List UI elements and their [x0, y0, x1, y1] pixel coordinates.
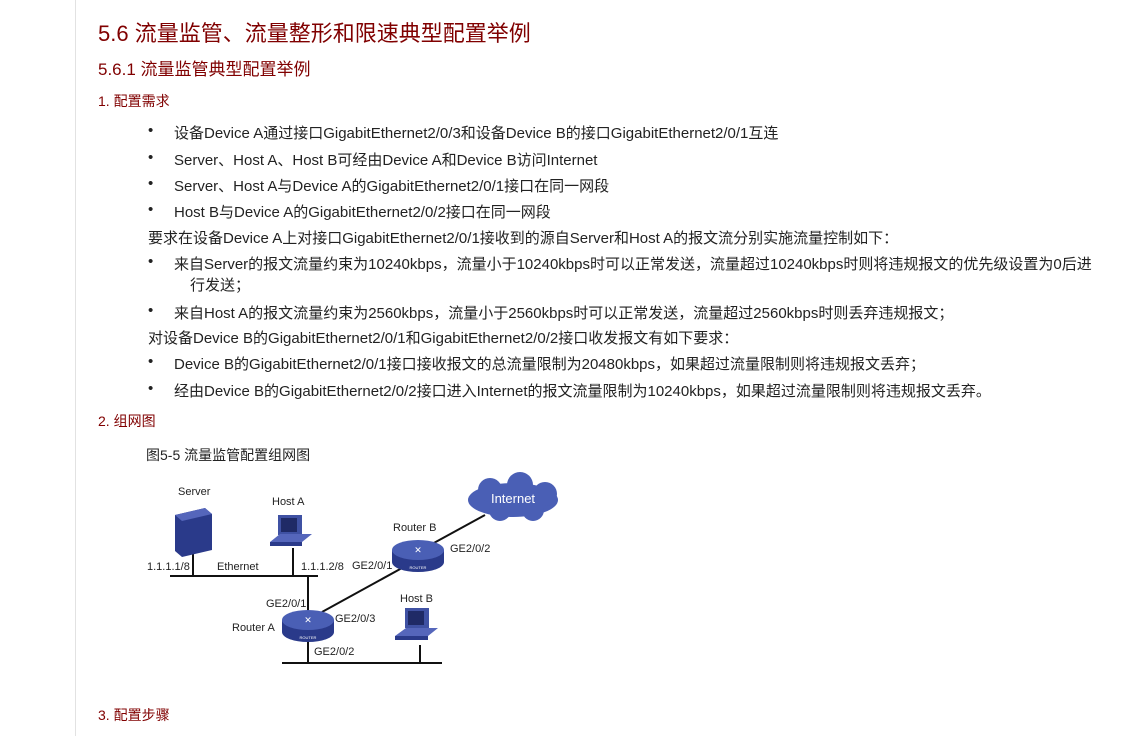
- section-heading-network: 2. 组网图: [98, 413, 156, 429]
- bullet: •: [148, 122, 154, 139]
- router-badge: ROUTER: [410, 565, 427, 570]
- page-title: 5.6 流量监管、流量整形和限速典型配置举例: [98, 21, 531, 46]
- router-a-ge2: GE2/0/2: [314, 646, 354, 658]
- section-heading-steps: 3. 配置步骤: [98, 707, 170, 723]
- host-a-pc-icon: [270, 515, 312, 546]
- router-a-label: Router A: [232, 622, 275, 634]
- router-a-ge1: GE2/0/1: [266, 598, 306, 610]
- bullet: •: [148, 253, 154, 270]
- section-heading-requirements: 1. 配置需求: [98, 93, 170, 109]
- list-item-continuation: 行发送；: [190, 277, 251, 294]
- bullet: •: [148, 380, 154, 397]
- router-b-label: Router B: [393, 522, 436, 534]
- host-a-ip: 1.1.1.2/8: [301, 561, 344, 573]
- list-item-text: Device B的GigabitEthernet2/0/1接口接收报文的总流量限…: [174, 356, 926, 373]
- list-item-text: 设备Device A通过接口GigabitEthernet2/0/3和设备Dev…: [174, 125, 779, 142]
- svg-text:✕: ✕: [414, 545, 422, 555]
- paragraph: 要求在设备Device A上对接口GigabitEthernet2/0/1接收到…: [148, 230, 899, 247]
- server-ip: 1.1.1.1/8: [147, 561, 190, 573]
- host-a-label: Host A: [272, 496, 305, 508]
- list-item-text: 来自Host A的报文流量约束为2560kbps，流量小于2560kbps时可以…: [174, 305, 954, 322]
- list-item-text: Server、Host A与Device A的GigabitEthernet2/…: [174, 178, 610, 195]
- page-left-border: [75, 0, 76, 736]
- network-diagram: ✕ ROUTER ✕ ROUTER Internet Server Host A…: [147, 472, 558, 664]
- link-ra-rb: [321, 567, 403, 613]
- router-a-icon: ✕ ROUTER: [282, 610, 334, 642]
- bullet: •: [148, 149, 154, 166]
- list-item-text: 经由Device B的GigabitEthernet2/0/2接口进入Inter…: [174, 383, 991, 400]
- router-b-ge1: GE2/0/1: [352, 560, 392, 572]
- host-b-label: Host B: [400, 593, 433, 605]
- server-label: Server: [178, 486, 211, 498]
- server-icon: [175, 508, 212, 557]
- bullet: •: [148, 302, 154, 319]
- host-b-pc-icon: [395, 608, 438, 640]
- bullet: •: [148, 201, 154, 218]
- router-badge: ROUTER: [300, 635, 317, 640]
- router-b-icon: ✕ ROUTER: [392, 540, 444, 572]
- internet-label: Internet: [491, 491, 535, 506]
- bullet: •: [148, 175, 154, 192]
- list-item-text: Host B与Device A的GigabitEthernet2/0/2接口在同…: [174, 204, 551, 221]
- router-a-ge3: GE2/0/3: [335, 613, 375, 625]
- link-rb-internet: [431, 514, 486, 545]
- bullet: •: [148, 353, 154, 370]
- paragraph: 对设备Device B的GigabitEthernet2/0/1和Gigabit…: [148, 330, 739, 347]
- ethernet-label: Ethernet: [217, 561, 259, 573]
- section-subtitle: 5.6.1 流量监管典型配置举例: [98, 60, 311, 79]
- list-item-text: Server、Host A、Host B可经由Device A和Device B…: [174, 152, 598, 169]
- svg-text:✕: ✕: [304, 615, 312, 625]
- router-b-ge2: GE2/0/2: [450, 543, 490, 555]
- figure-caption: 图5-5 流量监管配置组网图: [146, 447, 311, 463]
- list-item-text: 来自Server的报文流量约束为10240kbps，流量小于10240kbps时…: [174, 256, 1092, 273]
- internet-cloud-icon: Internet: [468, 472, 558, 521]
